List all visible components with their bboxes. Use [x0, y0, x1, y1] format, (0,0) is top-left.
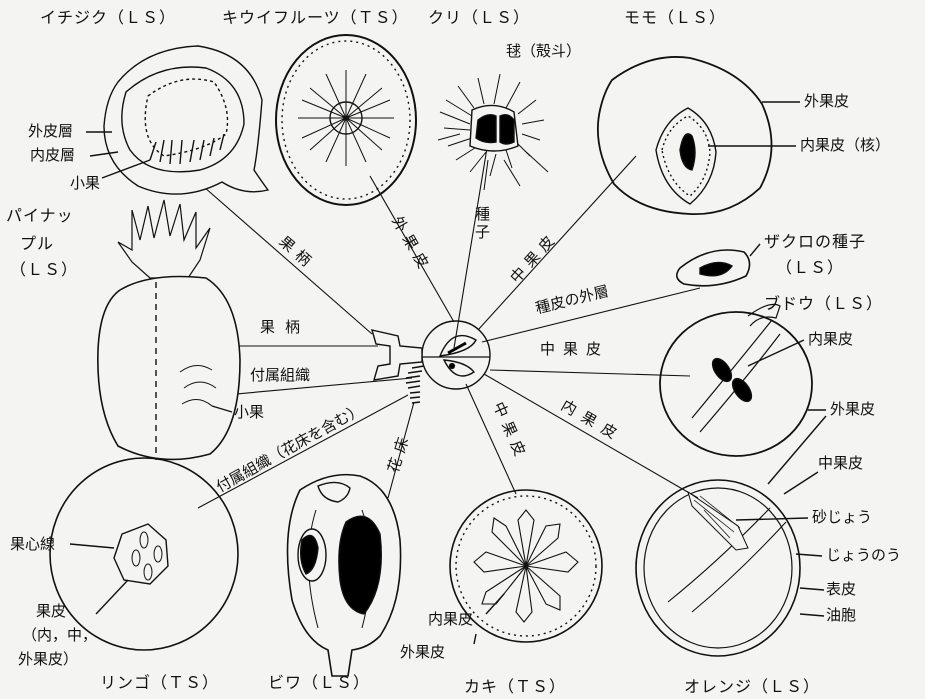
pointer-rays	[168, 142, 700, 508]
orange-peel-label: 表皮	[826, 582, 856, 597]
orange-title: オレンジ（ＬＳ）	[684, 679, 820, 695]
ray-label-seed: 種子	[474, 206, 489, 242]
central-fruit	[372, 321, 490, 403]
chestnut-drawing	[438, 74, 548, 190]
peach-endocarp-label: 内果皮（核）	[800, 138, 890, 153]
grape-endocarp-label: 内果皮	[808, 332, 853, 347]
loquat-drawing	[288, 475, 401, 676]
persimmon-endocarp-label: 内果皮	[428, 612, 473, 627]
kiwi-drawing	[276, 35, 416, 205]
apple-peel-label-line1: 果皮	[36, 604, 66, 619]
ray-label-accessory-tissue: 付属組織	[250, 368, 310, 383]
loquat-title: ビワ（ＬＳ）	[268, 675, 370, 691]
chestnut-bur-label: 毬（殻斗）	[506, 44, 581, 59]
peach-drawing	[598, 57, 800, 214]
pomegranate-seed-drawing	[677, 244, 760, 286]
pineapple-fruitlet-label: 小果	[234, 405, 264, 420]
apple-peel-label-line3: 外果皮）	[18, 652, 78, 667]
pomegranate-title-line2: （ＬＳ）	[776, 260, 844, 276]
grape-exocarp-label: 外果皮	[830, 402, 875, 417]
persimmon-exocarp-label: 外果皮	[400, 645, 445, 660]
grape-drawing	[660, 304, 826, 456]
orange-mesocarp-label: 中果皮	[818, 456, 863, 471]
fig-title: イチジク（ＬＳ）	[40, 10, 176, 26]
grape-title: ブドウ（ＬＳ）	[764, 296, 883, 312]
pineapple-drawing	[98, 200, 240, 460]
chestnut-title: クリ（ＬＳ）	[428, 10, 530, 26]
apple-peel-label-line2: （内，中，	[22, 628, 97, 643]
pineapple-title-line3: （ＬＳ）	[10, 262, 78, 278]
ray-label-pineapple-stalk: 果柄	[260, 320, 310, 335]
orange-drawing	[636, 416, 826, 656]
apple-core-line-label: 果心線	[10, 537, 55, 552]
fig-outer-layer-label: 外皮層	[28, 124, 73, 139]
apple-title: リンゴ（ＴＳ）	[100, 675, 219, 691]
fig-fruitlet-label: 小果	[70, 176, 100, 191]
pineapple-title-line2: プル	[20, 236, 54, 252]
peach-exocarp-label: 外果皮	[804, 94, 849, 109]
peach-title: モモ（ＬＳ）	[624, 10, 726, 26]
ray-label-grape-mesocarp: 中果皮	[540, 342, 609, 357]
orange-juice-sac-label: 砂じょう	[812, 510, 872, 525]
orange-segment-label: じょうのう	[826, 548, 901, 563]
pineapple-title-line1: パイナッ	[6, 208, 74, 224]
persimmon-title: カキ（ＴＳ）	[464, 679, 566, 695]
fig-inner-layer-label: 内皮層	[30, 148, 75, 163]
pomegranate-title-line1: ザクロの種子	[764, 234, 866, 250]
orange-oil-gland-label: 油胞	[826, 608, 856, 623]
apple-drawing	[50, 458, 238, 650]
kiwi-title: キウイフルーツ（ＴＳ）	[222, 10, 409, 26]
fig-drawing	[86, 46, 268, 194]
